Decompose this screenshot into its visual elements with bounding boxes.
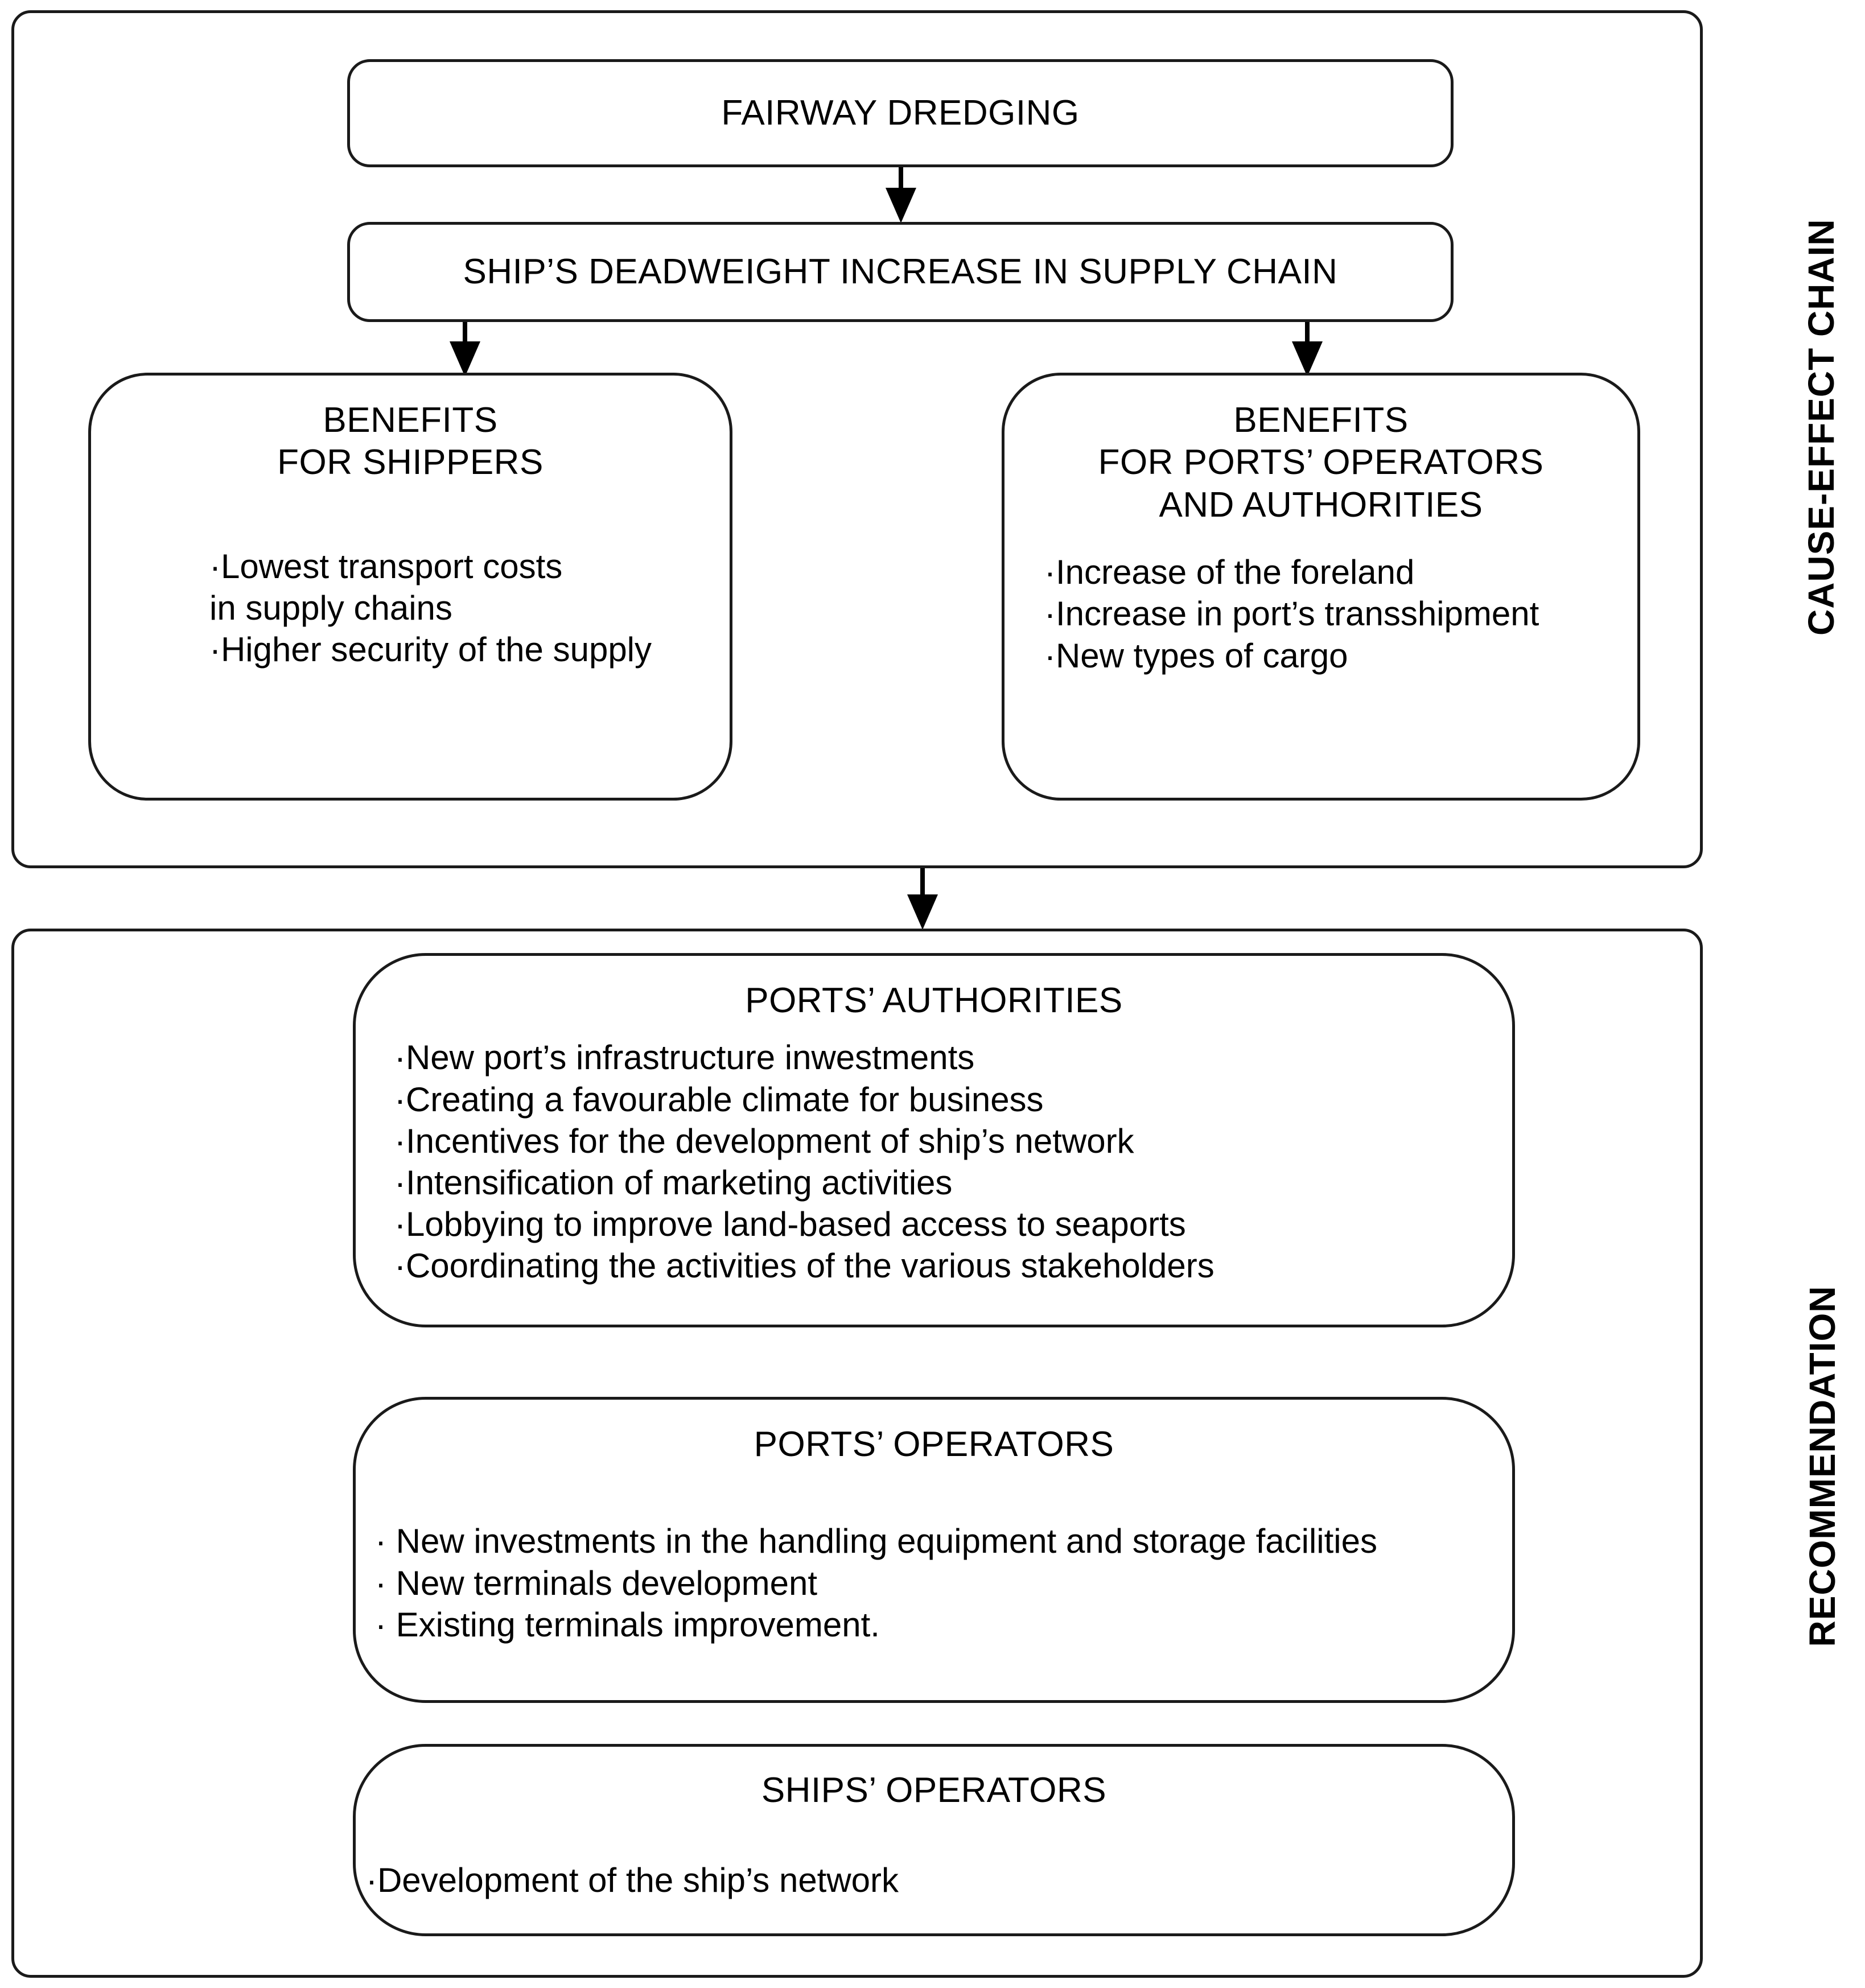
- arrow-shaft: [920, 868, 925, 899]
- node-benefits-for-shippers[interactable]: BENEFITS FOR SHIPPERS ·Lowest transport …: [88, 373, 732, 801]
- node-benefits-for-ports[interactable]: BENEFITS FOR PORTS’ OPERATORS AND AUTHOR…: [1002, 373, 1640, 801]
- node-fairway-dredging[interactable]: FAIRWAY DREDGING: [347, 59, 1454, 167]
- node-ports-authorities-title: PORTS’ AUTHORITIES: [745, 981, 1123, 1020]
- arrow-chain-to-recommendation: [907, 868, 938, 931]
- section-recommendation: [11, 929, 1703, 1978]
- arrow-shaft: [899, 167, 903, 192]
- node-deadweight-increase[interactable]: SHIP’S DEADWEIGHT INCREASE IN SUPPLY CHA…: [347, 222, 1454, 322]
- node-benefits-for-ports-bullets: ·Increase of the foreland ·Increase in p…: [1044, 553, 1539, 675]
- node-ships-operators-bullets: ·Development of the ship’s network: [366, 1861, 899, 1900]
- node-ports-operators-bullets: · New investments in the handling equipm…: [375, 1522, 1377, 1644]
- node-ports-authorities[interactable]: PORTS’ AUTHORITIES ·New port’s infrastru…: [353, 953, 1515, 1327]
- arrow-deadweight-to-shippers: [450, 322, 480, 378]
- arrow-head-icon: [450, 341, 480, 377]
- node-ports-operators-title: PORTS’ OPERATORS: [754, 1425, 1114, 1464]
- arrow-deadweight-to-ports: [1292, 322, 1323, 378]
- node-benefits-for-shippers-title: BENEFITS FOR SHIPPERS: [277, 401, 544, 482]
- node-ports-authorities-bullets: ·New port’s infrastructure inwestments ·…: [394, 1038, 1214, 1285]
- arrow-fairway-to-deadweight: [886, 167, 916, 223]
- node-ships-operators-title: SHIPS’ OPERATORS: [761, 1771, 1107, 1810]
- arrow-head-icon: [1292, 341, 1323, 377]
- side-label-recommendation: RECOMMENDATION: [1802, 1285, 1843, 1647]
- node-benefits-for-shippers-bullets: ·Lowest transport costs in supply chains…: [209, 547, 652, 669]
- arrow-head-icon: [886, 188, 916, 223]
- node-benefits-for-ports-title: BENEFITS FOR PORTS’ OPERATORS AND AUTHOR…: [1098, 401, 1544, 525]
- arrow-head-icon: [907, 894, 938, 930]
- side-label-cause-effect-chain: CAUSE-EFFECT CHAIN: [1801, 218, 1842, 636]
- node-fairway-dredging-title: FAIRWAY DREDGING: [721, 93, 1080, 133]
- arrow-shaft: [463, 322, 467, 346]
- arrow-shaft: [1305, 322, 1310, 346]
- node-deadweight-increase-title: SHIP’S DEADWEIGHT INCREASE IN SUPPLY CHA…: [463, 251, 1338, 291]
- node-ports-operators[interactable]: PORTS’ OPERATORS · New investments in th…: [353, 1397, 1515, 1703]
- node-ships-operators[interactable]: SHIPS’ OPERATORS ·Development of the shi…: [353, 1744, 1515, 1936]
- section-cause-effect-chain: [11, 10, 1703, 868]
